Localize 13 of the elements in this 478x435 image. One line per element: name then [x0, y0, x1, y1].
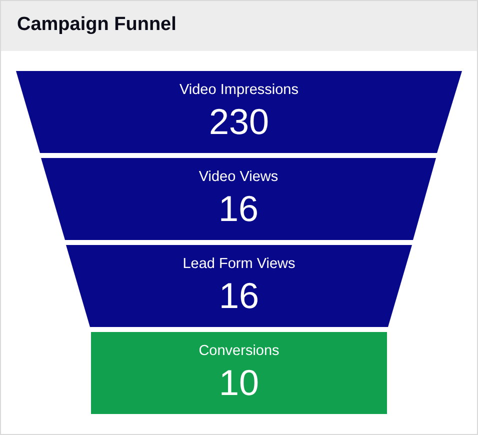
stage-value: 10 — [218, 365, 260, 401]
funnel-base-block — [91, 332, 387, 414]
chart-title: Campaign Funnel — [17, 14, 176, 36]
funnel-stage — [16, 71, 462, 153]
stage-label: Video Impressions — [179, 82, 299, 99]
stage-value: 16 — [218, 278, 260, 314]
stage-label: Lead Form Views — [182, 256, 296, 273]
funnel-stage — [66, 245, 412, 327]
stage-value: 230 — [208, 104, 270, 140]
stage-label: Video Views — [198, 169, 278, 186]
funnel-stage — [41, 158, 436, 240]
stage-label: Conversions — [198, 343, 280, 360]
stage-value: 16 — [218, 191, 259, 227]
